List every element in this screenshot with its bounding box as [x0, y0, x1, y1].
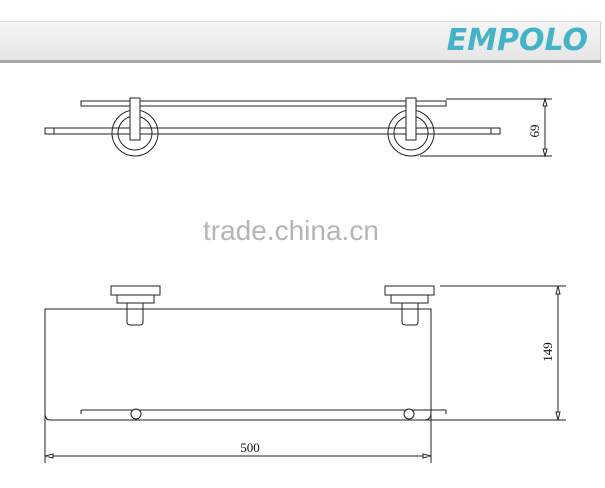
dim-500-label: 500 [240, 440, 260, 455]
brand-logo: EMPOLO [446, 23, 588, 58]
front-view [44, 285, 566, 463]
watermark: trade.china.cn [203, 215, 379, 246]
header-banner: EMPOLO [0, 21, 601, 60]
dim-69-label: 69 [527, 125, 542, 138]
top-view [44, 97, 552, 158]
dim-149-label: 149 [540, 342, 555, 362]
